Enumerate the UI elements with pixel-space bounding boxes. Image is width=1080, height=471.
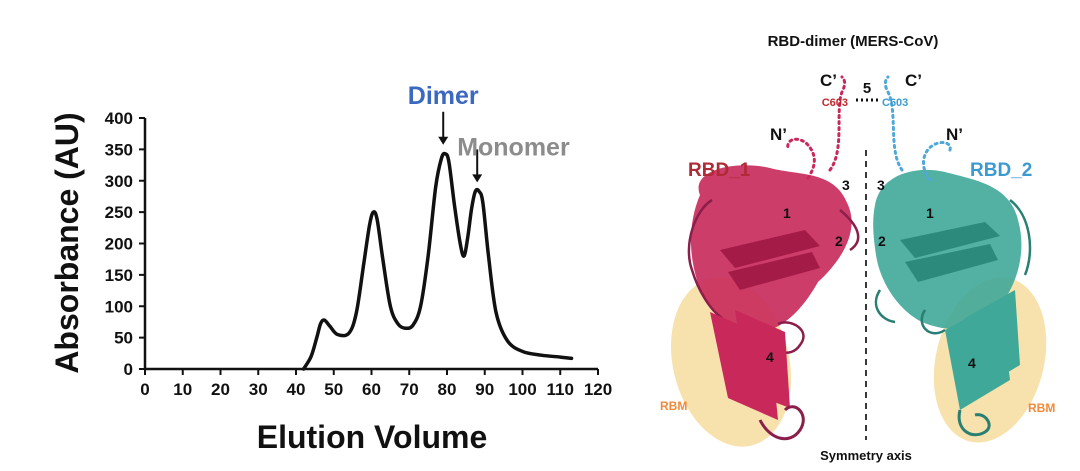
x-tick-label: 110 (547, 380, 574, 399)
n-term-right: N’ (946, 125, 963, 144)
chain-2-rbm-tail (957, 409, 991, 437)
x-tick-label: 40 (287, 380, 306, 399)
chain-1-rbm-tail (758, 405, 805, 441)
chain-1-rbm-strands (710, 310, 790, 420)
chain-1-n-term-tail (786, 137, 816, 180)
y-tick-label: 400 (105, 109, 133, 128)
chain-1-c-term-tail (828, 75, 847, 172)
annotation-arrowhead (472, 174, 483, 183)
y-tick-label: 250 (105, 203, 133, 222)
y-ticks: 0 50 100 150 200 250 300 350 400 (105, 109, 145, 379)
x-tick-label: 60 (362, 380, 381, 399)
x-tick-label: 10 (173, 380, 192, 399)
x-tick-label: 100 (508, 380, 536, 399)
c-term-left: C’ (820, 71, 837, 90)
x-tick-label: 30 (249, 380, 268, 399)
c-term-right: C’ (905, 71, 922, 90)
y-axis-title: Absorbance (AU) (49, 112, 85, 373)
disulfide-number: 5 (863, 80, 871, 97)
annotation-label: Monomer (457, 133, 570, 161)
y-tick-label: 300 (105, 172, 133, 191)
annotation-label: Dimer (408, 82, 479, 110)
site-4-right: 4 (968, 355, 976, 371)
series-layer (301, 151, 574, 371)
elution-trace-line (301, 151, 574, 371)
x-axis-title: Elution Volume (257, 419, 488, 455)
symmetry-axis-label: Symmetry axis (820, 448, 912, 463)
y-tick-label: 150 (105, 266, 133, 285)
x-tick-label: 20 (211, 380, 230, 399)
x-tick-label: 70 (400, 380, 419, 399)
chain-2-c-term-tail (883, 75, 904, 172)
y-tick-label: 350 (105, 140, 133, 159)
site-1-right: 1 (926, 205, 934, 221)
structure-title: RBD-dimer (MERS-CoV) (768, 33, 939, 50)
chain-1-label: RBD_1 (688, 160, 751, 181)
chain-2-n-term-tail (922, 141, 952, 182)
chain-2-label: RBD_2 (970, 160, 1032, 181)
chain-1-beta-sheet (720, 230, 820, 290)
chain-2-rbm-strands (945, 290, 1020, 410)
site-3-left: 3 (842, 177, 850, 193)
y-tick-label: 50 (114, 329, 133, 348)
n-term-left: N’ (770, 125, 787, 144)
rbm-label-right: RBM (1028, 401, 1055, 415)
chain-rbd-2 (873, 75, 1032, 437)
x-tick-label: 120 (584, 380, 612, 399)
x-ticks: 0 10 20 30 40 50 60 70 80 90 100 110 120 (140, 369, 612, 399)
y-tick-label: 100 (105, 297, 133, 316)
x-tick-label: 80 (438, 380, 457, 399)
x-tick-label: 0 (140, 380, 149, 399)
x-tick-label: 90 (475, 380, 494, 399)
site-2-right: 2 (878, 233, 886, 249)
chain-rbd-1 (687, 75, 860, 441)
site-2-left: 2 (835, 233, 843, 249)
annotation-arrowhead (438, 136, 449, 145)
site-4-left: 4 (766, 349, 774, 365)
rbm-label-left: RBM (660, 399, 687, 413)
site-1-left: 1 (783, 205, 791, 221)
chain-2-beta-sheet (900, 222, 1000, 282)
cys-label-left: C603 (822, 97, 848, 109)
chromatogram-chart: 0 10 20 30 40 50 60 70 80 90 100 110 120 0 50 100 150 20… (49, 82, 612, 455)
x-tick-label: 50 (324, 380, 343, 399)
rbd-dimer-structure: RBD-dimer (MERS-CoV) Symmetry axis (660, 33, 1055, 463)
cys-label-right: C603 (882, 97, 908, 109)
y-tick-label: 0 (124, 360, 133, 379)
site-3-right: 3 (877, 177, 885, 193)
chain-2-loops (874, 199, 1032, 335)
y-tick-label: 200 (105, 235, 133, 254)
